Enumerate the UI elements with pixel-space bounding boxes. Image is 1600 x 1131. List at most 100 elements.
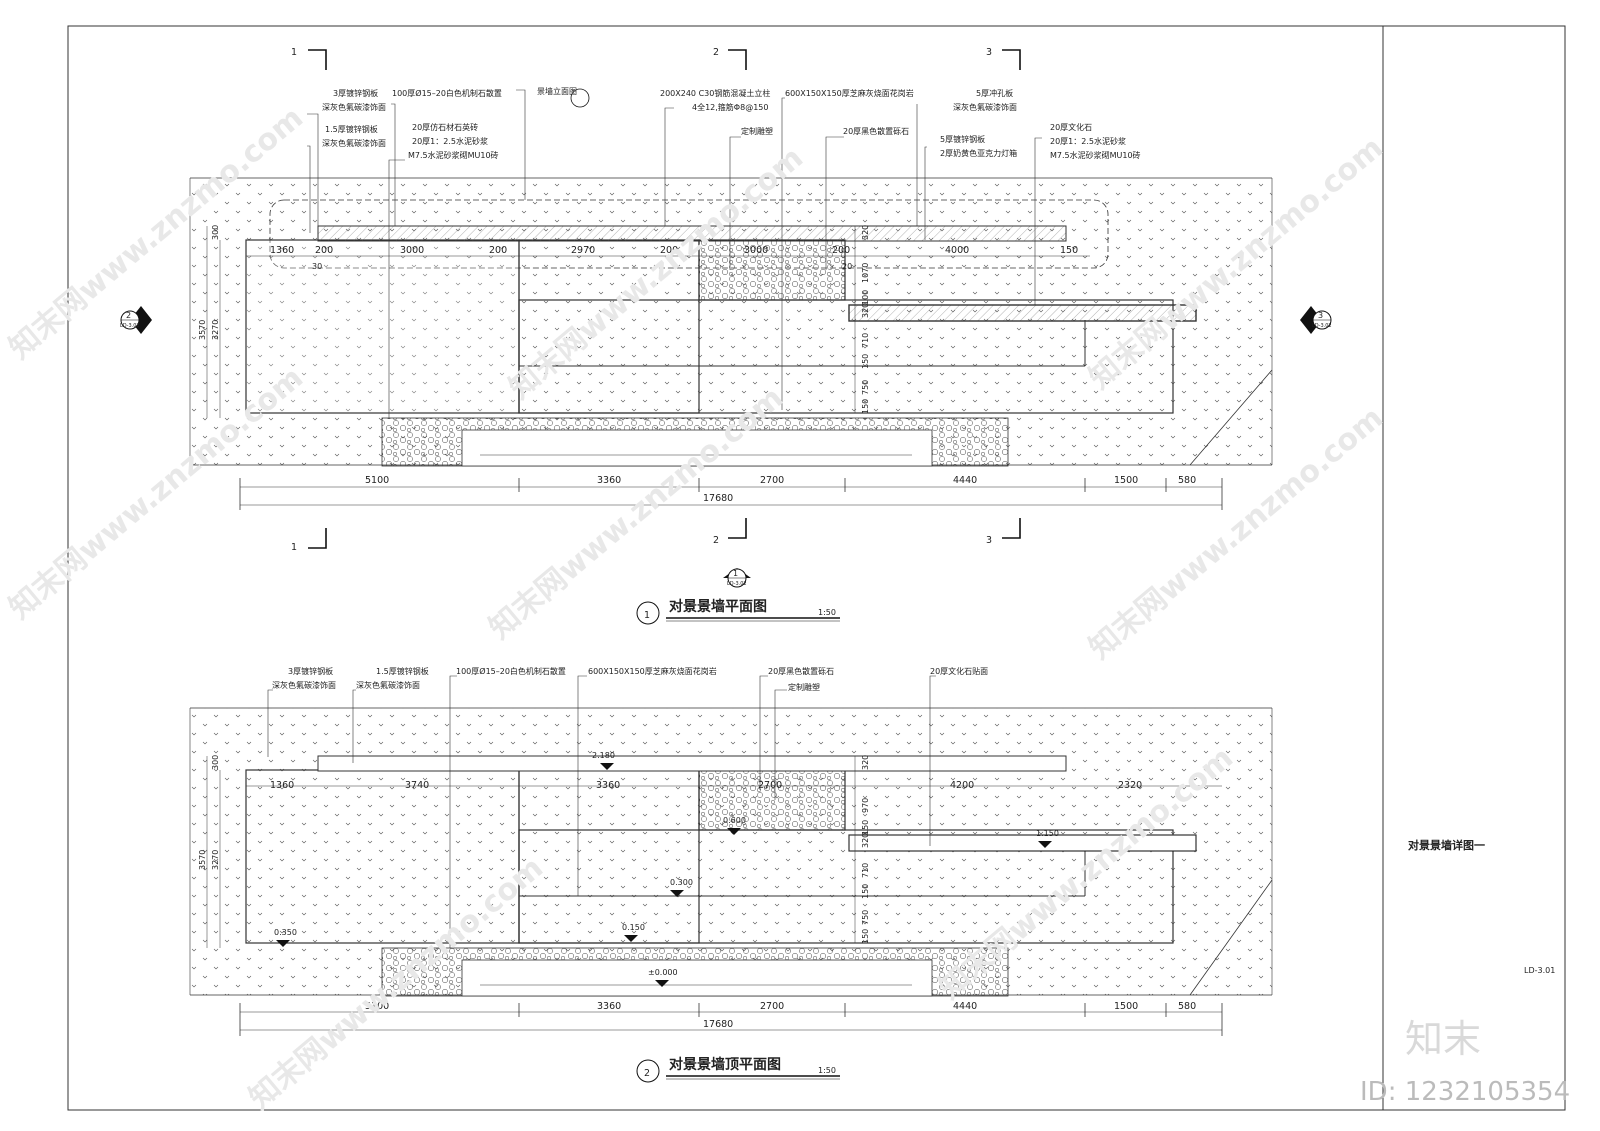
plan-1: 1 2 3 1 2 3 2 LD-3.02 3 LD-3.02 1 LD-3.0… [120,47,1332,625]
svg-text:600X150X150厚芝麻灰烧面花岗岩: 600X150X150厚芝麻灰烧面花岗岩 [588,666,717,676]
svg-text:1: 1 [733,569,738,578]
plan2-elevations: 2.180 0.600 1.150 0.300 0.350 0.150 ±0.0… [274,751,1059,987]
plan2-dims-bottom: 5100 3360 2700 4440 1500 580 17680 [239,1001,1223,1036]
svg-text:320: 320 [861,303,870,318]
plan1-dims-top: 1360 200 3000 200 2970 200 3000 200 4000… [246,245,1090,271]
svg-text:3360: 3360 [596,780,620,791]
svg-text:4200: 4200 [950,780,974,791]
svg-text:150: 150 [861,820,870,835]
plan1-dims-left: 300 3570 3270 [198,225,221,418]
svg-text:3: 3 [1318,311,1323,320]
svg-text:3厚镀锌钢板: 3厚镀锌钢板 [288,666,333,676]
svg-text:200: 200 [315,245,333,256]
svg-text:3360: 3360 [597,1001,621,1012]
plan-2: 3厚镀锌钢板 深灰色氟碳漆饰面 1.5厚镀锌钢板 深灰色氟碳漆饰面 100厚Ø1… [189,666,1273,1083]
svg-text:4440: 4440 [953,1001,977,1012]
svg-text:1500: 1500 [1114,1001,1138,1012]
svg-text:M7.5水泥砂浆砌MU10砖: M7.5水泥砂浆砌MU10砖 [408,150,499,160]
svg-text:2320: 2320 [1118,780,1142,791]
plan1-labels: 3厚镀锌钢板 深灰色氟碳漆饰面 1.5厚镀锌钢板 深灰色氟碳漆饰面 100厚Ø1… [322,86,1141,160]
svg-text:150: 150 [861,399,870,414]
svg-text:1: 1 [644,610,650,621]
svg-text:5厚镀锌钢板: 5厚镀锌钢板 [940,134,985,144]
brand-logo: 知末 [1405,1017,1481,1061]
svg-text:2700: 2700 [760,1001,784,1012]
svg-text:3000: 3000 [400,245,424,256]
svg-text:710: 710 [861,333,870,348]
svg-text:LD-3.02: LD-3.02 [1312,323,1332,329]
svg-text:1.5厚镀锌钢板: 1.5厚镀锌钢板 [376,666,429,676]
svg-text:4440: 4440 [953,475,977,486]
svg-text:1070: 1070 [861,263,870,283]
svg-text:17680: 17680 [703,493,733,504]
svg-text:1:50: 1:50 [818,1066,836,1075]
svg-text:定制雕塑: 定制雕塑 [741,126,773,136]
svg-text:0.350: 0.350 [274,928,297,937]
svg-text:20厚1：2.5水泥砂浆: 20厚1：2.5水泥砂浆 [1050,136,1126,146]
svg-text:0.300: 0.300 [670,878,693,887]
svg-text:LD-3.02: LD-3.02 [727,581,747,587]
svg-text:100厚Ø15–20白色机制石散置: 100厚Ø15–20白色机制石散置 [392,88,502,98]
svg-text:2.180: 2.180 [592,751,615,760]
svg-text:200: 200 [489,245,507,256]
svg-text:20厚文化石贴面: 20厚文化石贴面 [930,666,988,676]
plan1-title: 1 对景景墙平面图 1:50 [636,598,840,625]
svg-text:17680: 17680 [703,1019,733,1030]
svg-text:0.600: 0.600 [723,816,746,825]
svg-text:320: 320 [861,755,870,770]
sheet-title: 对景景墙详图一 [1408,838,1485,852]
section-mark-1-bottom: 1 [291,542,297,553]
svg-text:750: 750 [861,910,870,925]
svg-text:200: 200 [832,245,850,256]
gravel-bed [698,239,846,301]
svg-text:5100: 5100 [365,475,389,486]
svg-text:580: 580 [1178,475,1196,486]
svg-text:150: 150 [1060,245,1078,256]
sheet-border [67,25,1566,1111]
svg-text:2: 2 [126,311,131,320]
svg-text:20厚黑色散置砾石: 20厚黑色散置砾石 [768,666,834,676]
svg-text:300: 300 [211,225,220,240]
svg-text:3270: 3270 [211,320,220,340]
svg-text:3570: 3570 [198,320,207,340]
svg-text:3厚镀锌钢板: 3厚镀锌钢板 [333,88,378,98]
sheet-number: LD-3.01 [1524,966,1555,975]
svg-text:2: 2 [644,1068,650,1079]
svg-text:1500: 1500 [1114,475,1138,486]
svg-text:200X240 C30钢筋混凝土立柱: 200X240 C30钢筋混凝土立柱 [660,88,770,98]
svg-text:3000: 3000 [744,245,768,256]
svg-text:100厚Ø15–20白色机制石散置: 100厚Ø15–20白色机制石散置 [456,666,566,676]
svg-text:LD-3.02: LD-3.02 [120,323,140,329]
svg-text:3360: 3360 [597,475,621,486]
svg-text:深灰色氟碳漆饰面: 深灰色氟碳漆饰面 [322,102,386,112]
svg-text:5厚冲孔板: 5厚冲孔板 [976,88,1013,98]
plan2-dims-left: 300 3570 3270 [198,755,221,948]
svg-text:30: 30 [312,262,322,271]
svg-text:710: 710 [861,863,870,878]
section-mark-2-bottom: 2 [713,535,719,546]
svg-text:20厚仿石材石英砖: 20厚仿石材石英砖 [412,122,478,132]
plan1-dims-bottom: 5100 3360 2700 4440 1500 580 17680 [239,475,1223,510]
svg-text:150: 150 [861,884,870,899]
steel-plate-top [317,225,1067,242]
svg-text:3740: 3740 [405,780,429,791]
svg-text:20厚1：2.5水泥砂浆: 20厚1：2.5水泥砂浆 [412,136,488,146]
svg-text:深灰色氟碳漆饰面: 深灰色氟碳漆饰面 [272,680,336,690]
svg-text:100: 100 [861,290,870,305]
svg-text:对景景墙顶平面图: 对景景墙顶平面图 [669,1056,781,1073]
svg-text:深灰色氟碳漆饰面: 深灰色氟碳漆饰面 [953,102,1017,112]
svg-text:4000: 4000 [945,245,969,256]
svg-text:1.150: 1.150 [1036,829,1059,838]
plan2-dims-vertical: 320 970 150 320 710 150 750 150 [854,755,870,944]
svg-text:150: 150 [861,929,870,944]
svg-text:深灰色氟碳漆饰面: 深灰色氟碳漆饰面 [356,680,420,690]
svg-text:20厚黑色散置砾石: 20厚黑色散置砾石 [843,126,909,136]
svg-text:2700: 2700 [758,780,782,791]
plan2-title: 2 对景景墙顶平面图 1:50 [636,1056,840,1083]
svg-text:1.5厚镀锌钢板: 1.5厚镀锌钢板 [325,124,378,134]
svg-text:±0.000: ±0.000 [648,968,678,977]
plan2-dims-top: 1360 3740 3360 2700 4200 2320 [246,780,1222,791]
svg-text:1360: 1360 [270,245,294,256]
svg-text:0.150: 0.150 [622,923,645,932]
